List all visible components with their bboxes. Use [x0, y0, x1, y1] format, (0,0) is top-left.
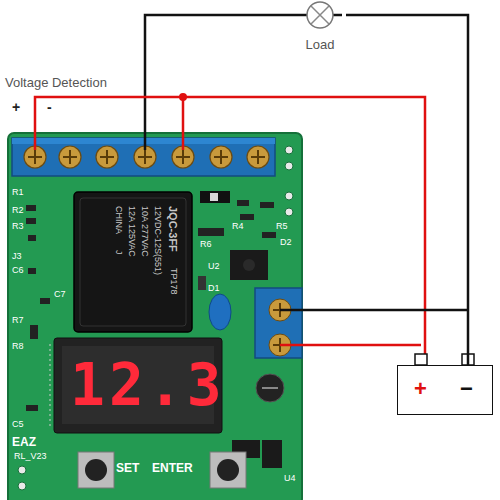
component-label: J: [114, 250, 123, 255]
negative-sign: −: [460, 378, 473, 400]
component-label: R4: [232, 222, 244, 231]
component-label: D2: [280, 238, 292, 247]
component-label: R8: [12, 342, 24, 351]
component-label: R5: [276, 222, 288, 231]
component-label: R6: [200, 240, 212, 249]
component-label: EAZ: [12, 436, 36, 448]
lamp-load: Load: [298, 0, 346, 60]
component-label: CHINA: [114, 206, 123, 234]
display-digits: 12.3: [70, 356, 226, 414]
component-label: D1: [208, 284, 220, 293]
terminal-label: +: [12, 100, 20, 114]
terminal-label: Voltage Detection: [5, 76, 107, 89]
component-label: R2: [12, 206, 24, 215]
terminal-label: -: [47, 100, 52, 114]
relay-marking: JQC-3FF 12VDC-12S(551) 10A 277VAC 12A 125VA…: [82, 204, 182, 322]
component-label: JQC-3FF: [167, 206, 178, 252]
component-label: C7: [54, 290, 66, 299]
component-label: 10A 277VAC: [140, 206, 149, 257]
battery-box: +−: [397, 365, 493, 415]
component-label: C6: [12, 266, 24, 275]
component-label: 12VDC-12S(551): [153, 206, 162, 275]
load-label: Load: [298, 38, 342, 51]
component-label: C5: [12, 420, 24, 429]
component-label: U4: [284, 474, 296, 483]
positive-sign: +: [414, 378, 427, 400]
component-label: SET: [116, 462, 139, 474]
component-label: J3: [12, 252, 22, 261]
component-label: U2: [208, 262, 220, 271]
component-label: TP178: [169, 268, 178, 295]
component-label: 12A 125VAC: [127, 206, 136, 257]
component-label: R3: [12, 222, 24, 231]
component-label: RL_V23: [14, 452, 47, 461]
lamp-symbol: [298, 0, 342, 30]
component-label: R7: [12, 316, 24, 325]
wire-connector: [346, 15, 468, 365]
component-label: ENTER: [152, 462, 193, 474]
component-label: R1: [12, 188, 24, 197]
